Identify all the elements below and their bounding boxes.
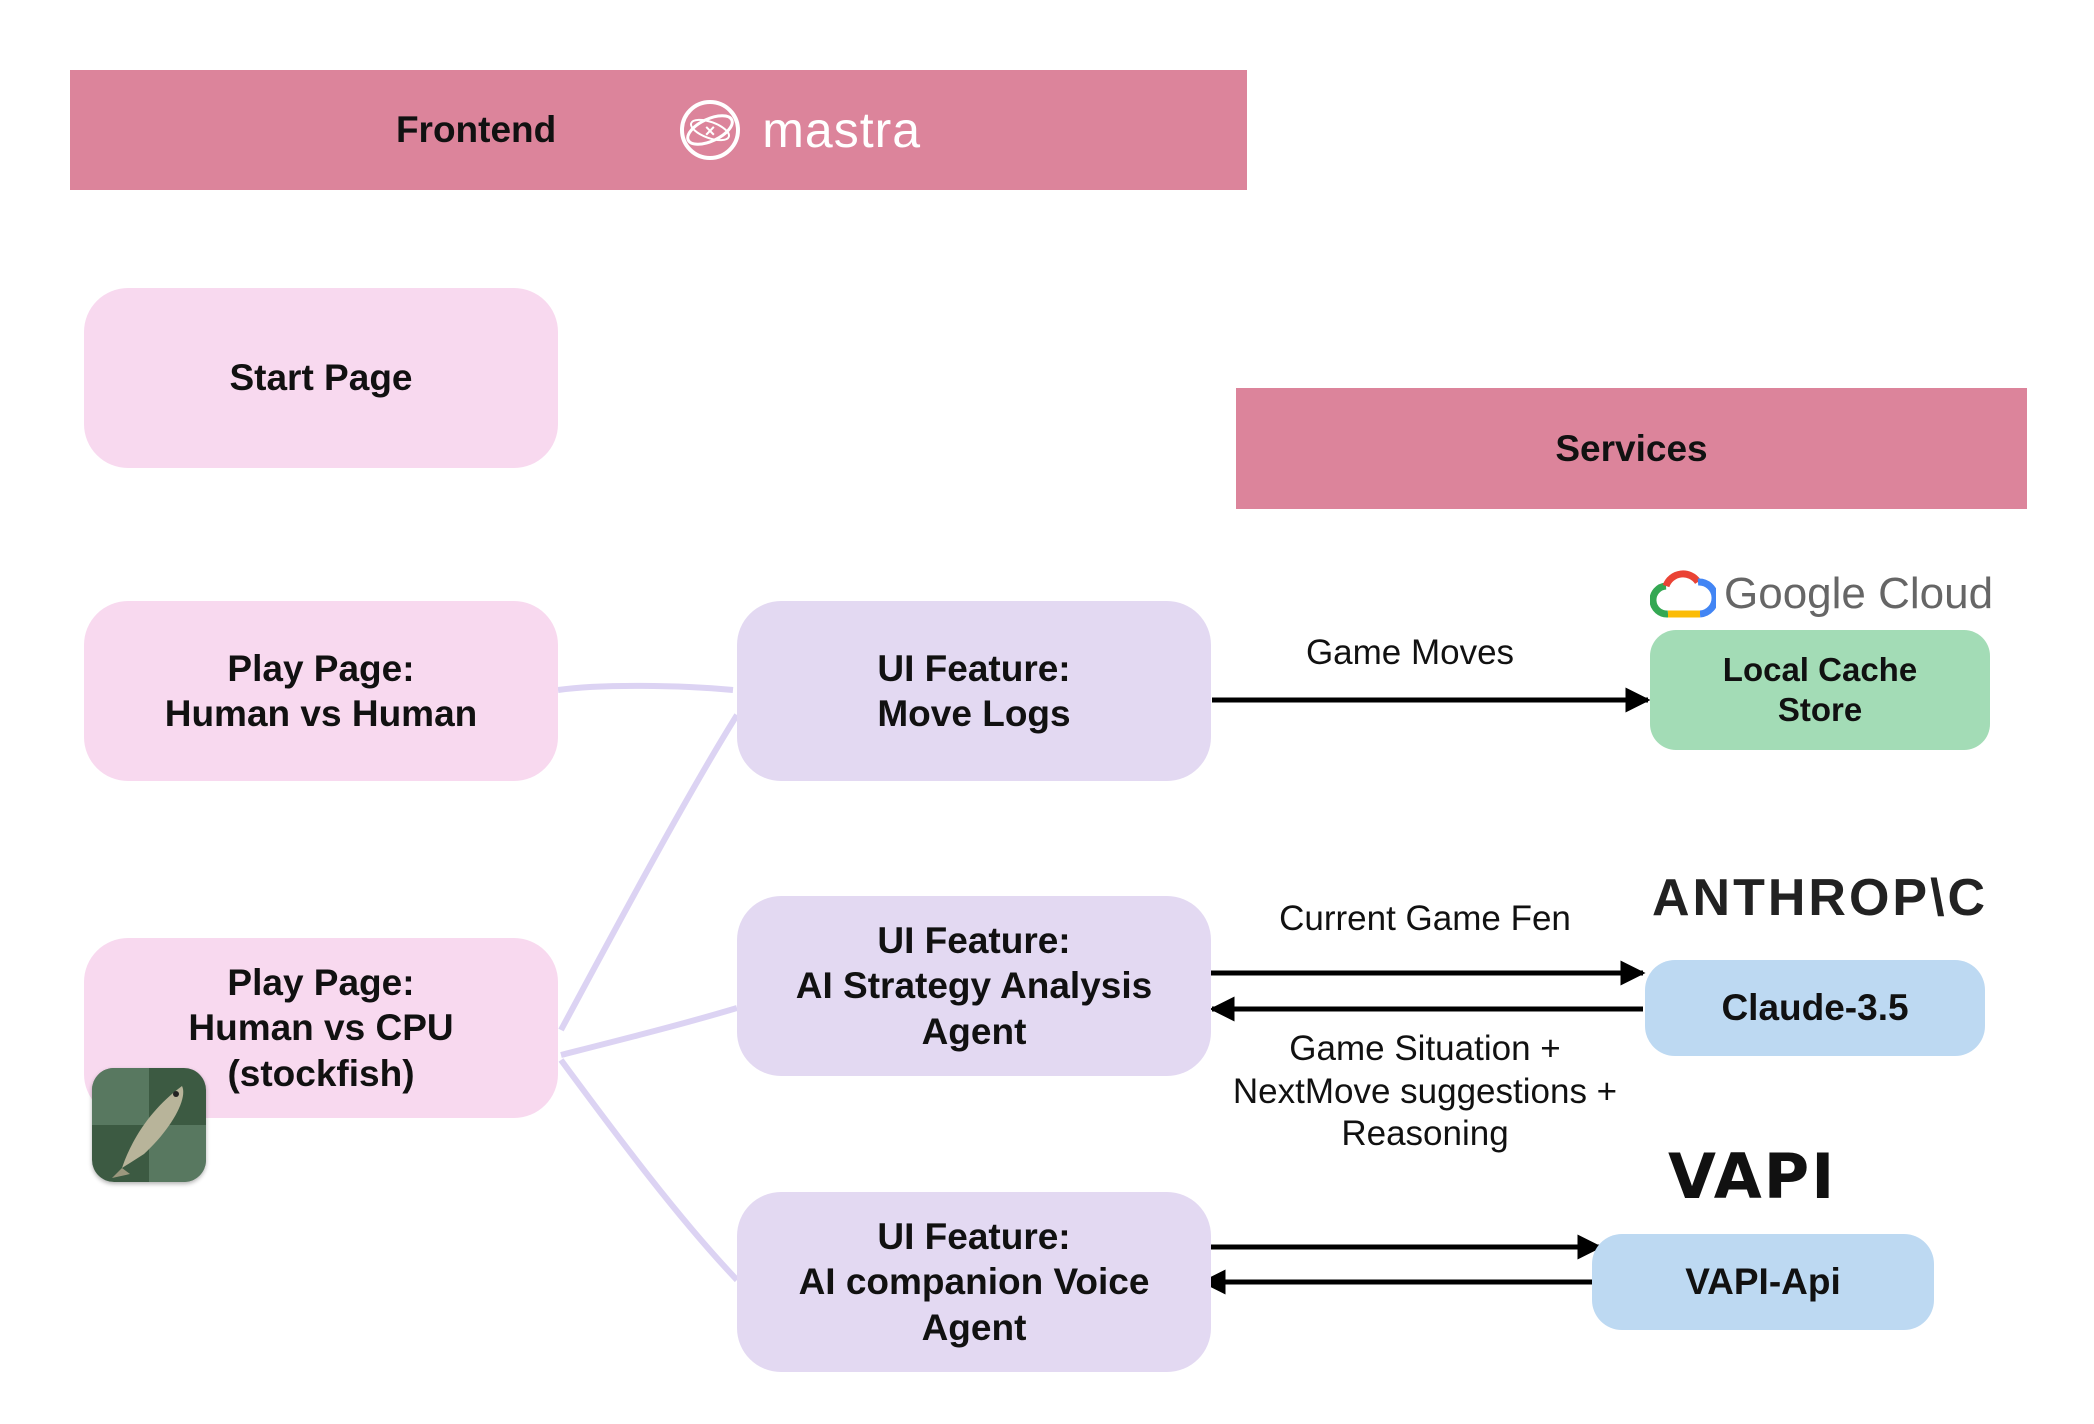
feature-strategy-label: UI Feature: AI Strategy Analysis Agent xyxy=(795,920,1153,1052)
vapi-logo-text: VAPI xyxy=(1668,1140,1837,1213)
vapi-api-box: VAPI-Api xyxy=(1592,1234,1934,1330)
edge-label-current-fen: Current Game Fen xyxy=(1279,899,1571,938)
start-page-label: Start Page xyxy=(229,357,413,399)
vapi-api-label: VAPI-Api xyxy=(1685,1261,1841,1303)
feature-voice-box: UI Feature: AI companion Voice Agent xyxy=(737,1192,1211,1372)
local-cache-store-box: Local Cache Store xyxy=(1650,630,1990,750)
frontend-title: Frontend xyxy=(395,109,557,150)
connector-hvh-to-movelogs xyxy=(557,682,734,693)
anthropic-logo-text: ANTHROP\C xyxy=(1652,869,1989,927)
frontend-banner: Frontend × mastra xyxy=(70,70,1247,190)
play-page-hvh-label: Play Page: Human vs Human xyxy=(164,647,478,734)
services-banner: Services xyxy=(1236,388,2027,509)
feature-move-logs-label: UI Feature: Move Logs xyxy=(877,647,1071,734)
google-cloud-icon xyxy=(1650,570,1716,618)
mastra-logo-text: mastra xyxy=(762,102,922,158)
feature-voice-label: UI Feature: AI companion Voice Agent xyxy=(798,1216,1150,1348)
connector-hvc-to-movelogs xyxy=(558,713,740,1032)
local-cache-store-label: Local Cache Store xyxy=(1722,650,1918,728)
claude-label: Claude-3.5 xyxy=(1721,987,1909,1029)
vapi-logo: VAPI xyxy=(1668,1140,1836,1213)
anthropic-logo: ANTHROP\C xyxy=(1652,868,1988,928)
play-page-hvc-label: Play Page: Human vs CPU (stockfish) xyxy=(188,962,454,1094)
google-cloud-text: Google Cloud xyxy=(1724,569,1994,618)
mastra-logo: × mastra xyxy=(676,96,921,164)
connector-hvc-to-strategy xyxy=(560,1005,738,1058)
google-cloud-logo: Google Cloud xyxy=(1650,565,1993,623)
stockfish-icon xyxy=(92,1068,206,1182)
mastra-logo-icon: × xyxy=(680,100,741,160)
feature-strategy-box: UI Feature: AI Strategy Analysis Agent xyxy=(737,896,1211,1076)
edge-label-situation: Game Situation + NextMove suggestions + … xyxy=(1232,1029,1618,1154)
claude-box: Claude-3.5 xyxy=(1645,960,1985,1056)
start-page-box: Start Page xyxy=(84,288,558,468)
feature-move-logs-box: UI Feature: Move Logs xyxy=(737,601,1211,781)
svg-text:×: × xyxy=(705,121,716,141)
services-title: Services xyxy=(1555,427,1708,469)
connector-hvc-to-voice xyxy=(558,1058,740,1283)
edge-label-game-moves: Game Moves xyxy=(1305,633,1515,672)
play-page-hvh-box: Play Page: Human vs Human xyxy=(84,601,558,781)
